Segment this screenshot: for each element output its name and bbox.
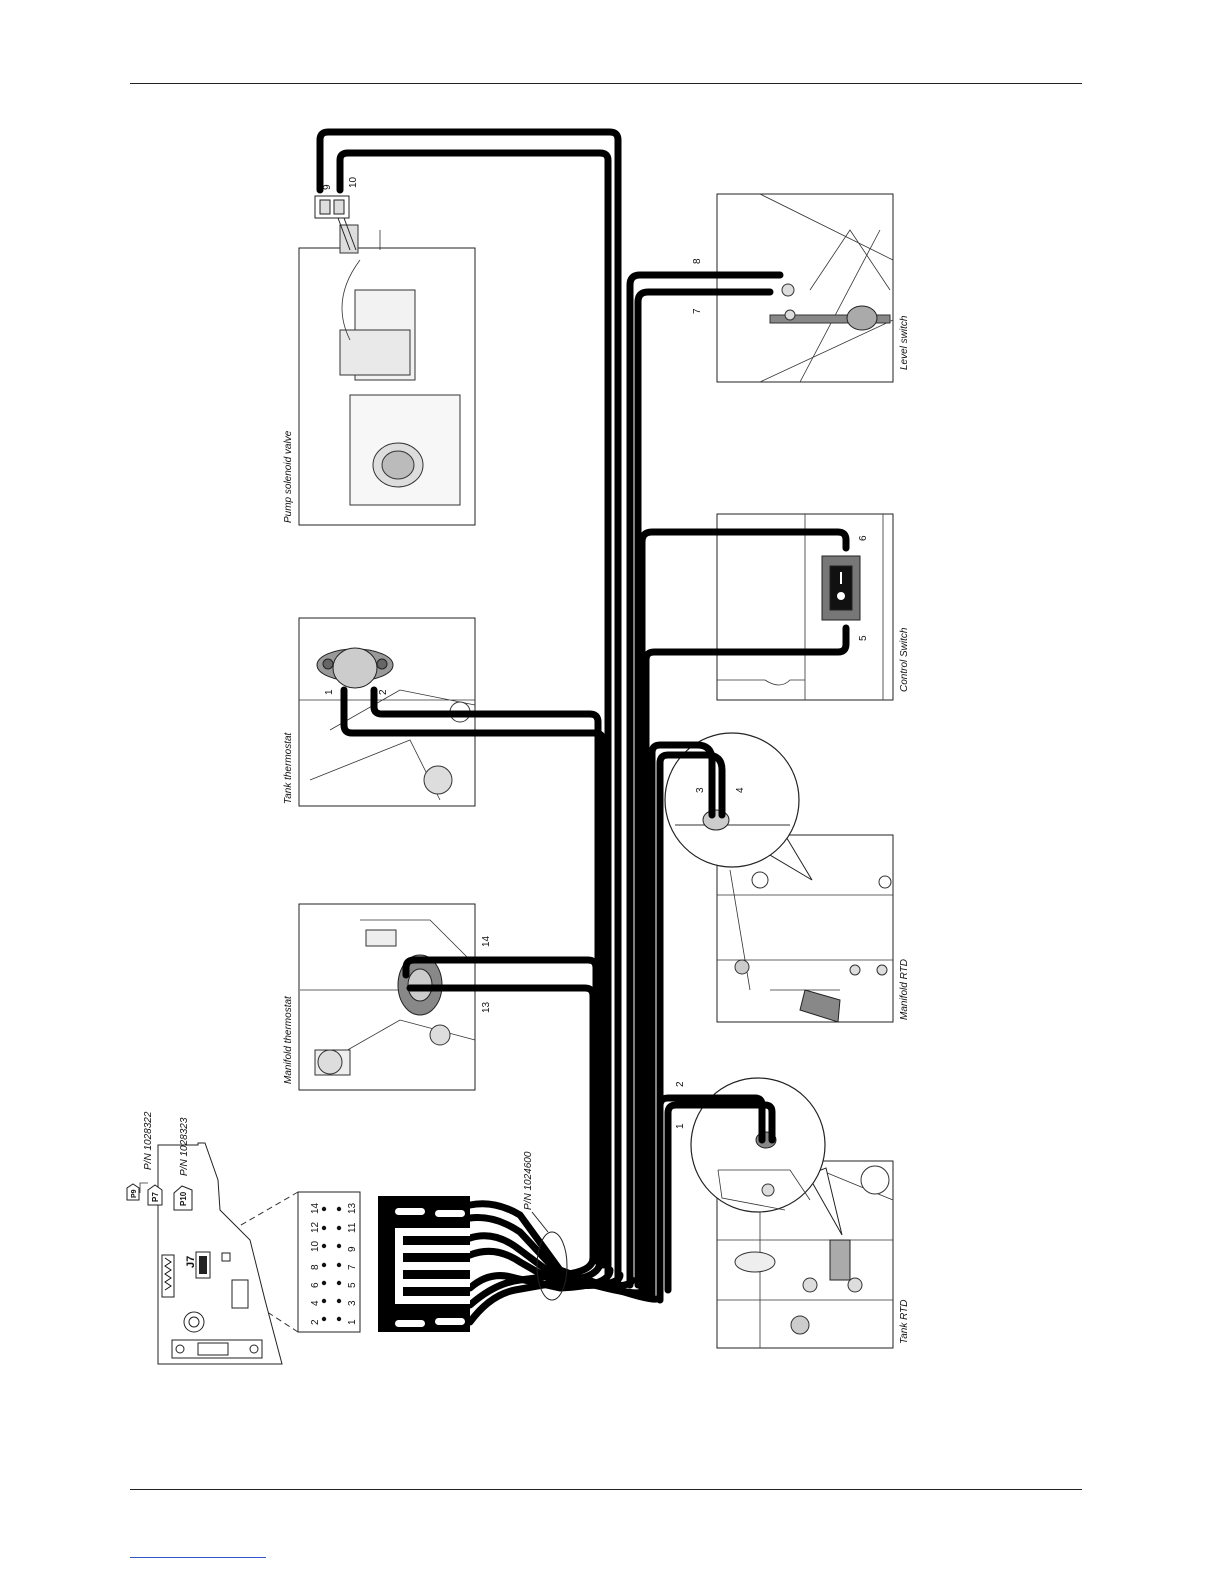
pin-bottom-13: 13 bbox=[347, 1202, 358, 1214]
wire-number-1-tank-rtd: 1 bbox=[675, 1123, 686, 1129]
wire-number-13: 13 bbox=[481, 1001, 492, 1013]
level-switch-label: Level switch bbox=[899, 315, 910, 370]
pump-solenoid-valve-photo bbox=[299, 225, 475, 525]
pin-top-2: 2 bbox=[310, 1319, 321, 1325]
wire-number-2-tank-thermostat: 2 bbox=[378, 689, 389, 695]
pin-top-12: 12 bbox=[310, 1221, 321, 1233]
tank-rtd-label: Tank RTD bbox=[899, 1300, 910, 1344]
p10-label: P10 bbox=[179, 1191, 188, 1206]
pin-top-10: 10 bbox=[310, 1240, 321, 1252]
pin-top-14: 14 bbox=[310, 1202, 321, 1214]
wire-number-4: 4 bbox=[735, 787, 746, 793]
pin-bottom-7: 7 bbox=[347, 1264, 358, 1270]
pump-solenoid-valve-label: Pump solenoid valve bbox=[283, 430, 294, 523]
wire-number-2-tank-rtd: 2 bbox=[675, 1081, 686, 1087]
pin-bottom-9: 9 bbox=[347, 1246, 358, 1252]
wire-number-5: 5 bbox=[858, 635, 869, 641]
wire-number-1-tank-thermostat: 1 bbox=[324, 689, 335, 695]
wire-number-9: 9 bbox=[322, 184, 333, 190]
wire-number-8: 8 bbox=[692, 258, 703, 264]
wire-number-3: 3 bbox=[695, 787, 706, 793]
wire-number-14: 14 bbox=[481, 935, 492, 947]
pinout-box: 2 4 6 8 10 12 14 1 3 5 7 9 11 13 bbox=[298, 1192, 360, 1332]
wire-number-7: 7 bbox=[692, 308, 703, 314]
manifold-thermostat-photo bbox=[299, 904, 475, 1090]
p7-label: P7 bbox=[151, 1192, 160, 1202]
manifold-rtd-label: Manifold RTD bbox=[899, 959, 910, 1020]
pin-bottom-11: 11 bbox=[347, 1222, 358, 1233]
pin-bottom-3: 3 bbox=[347, 1300, 358, 1306]
p10-pn-label: P/N 1028323 bbox=[179, 1117, 190, 1176]
j7-label: J7 bbox=[185, 1256, 197, 1268]
control-board bbox=[158, 1143, 282, 1364]
pin-top-4: 4 bbox=[310, 1300, 321, 1306]
control-switch-label: Control Switch bbox=[899, 627, 910, 692]
p7-pn-label: P/N 1028322 bbox=[143, 1111, 154, 1170]
pin-bottom-5: 5 bbox=[347, 1282, 358, 1288]
manifold-thermostat-label: Manifold thermostat bbox=[283, 995, 294, 1084]
harness-pn-label: P/N 1024600 bbox=[523, 1151, 534, 1210]
wire-number-10: 10 bbox=[348, 176, 359, 188]
level-switch-photo bbox=[717, 194, 893, 382]
harness-connector-block bbox=[378, 1196, 470, 1332]
pin-top-8: 8 bbox=[310, 1264, 321, 1270]
wire-number-6: 6 bbox=[858, 535, 869, 541]
pin-bottom-1: 1 bbox=[347, 1319, 358, 1325]
pin-top-6: 6 bbox=[310, 1282, 321, 1288]
tank-thermostat-label: Tank thermostat bbox=[283, 731, 294, 804]
p9-label: P9 bbox=[131, 1189, 138, 1198]
